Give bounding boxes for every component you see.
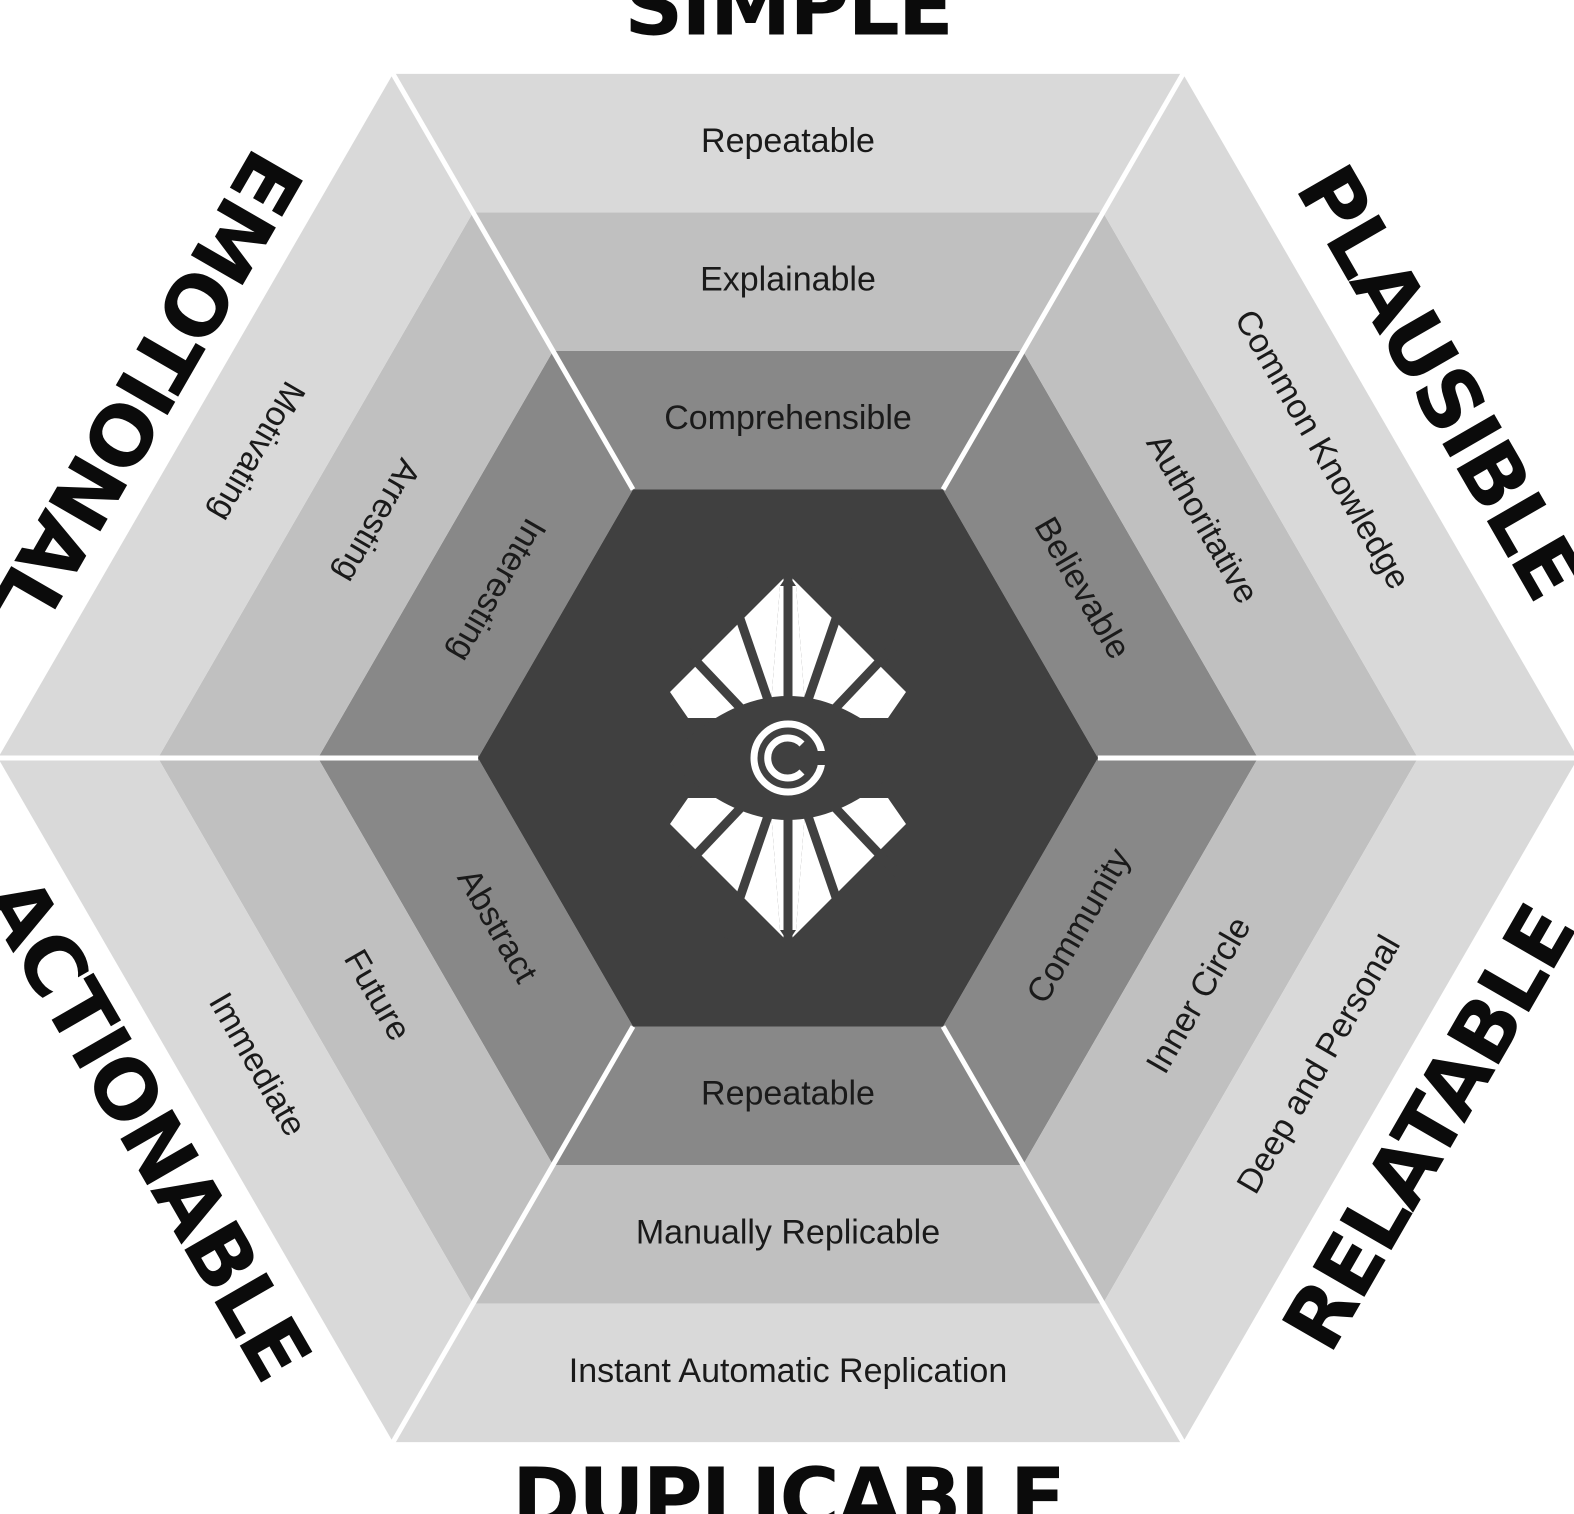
simple-ring-2-band	[158, 212, 553, 758]
eye-diamond-c-logo-icon	[666, 568, 910, 948]
divider-line	[940, 72, 1186, 491]
relatable-ring-3-band	[1103, 73, 1574, 758]
divider-line	[390, 1025, 636, 1444]
emotional-ring-1-band	[318, 758, 633, 1166]
simple-ring-label-1: Comprehensible	[664, 399, 912, 437]
hexagon-bands	[0, 73, 1574, 1443]
relatable-ring-2-band	[1023, 212, 1418, 758]
duplicable-category-label: DUPLICABLE	[512, 1452, 1064, 1514]
duplicable-ring-label-1: Repeatable	[701, 1075, 875, 1113]
plausible-ring-2-band	[473, 212, 1103, 351]
actionable-ring-1-band	[553, 1026, 1023, 1166]
duplicable-ring-label-2: Manually Replicable	[636, 1213, 940, 1251]
simple-ring-3-band	[0, 73, 473, 758]
plausible-ring-1-band	[553, 350, 1023, 490]
plausible-ring-3-band	[393, 73, 1183, 213]
simple-category-label: SIMPLE	[624, 0, 952, 54]
duplicable-ring-1-band	[943, 758, 1258, 1166]
actionable-ring-3-band	[393, 1303, 1183, 1443]
divider-lines	[0, 72, 1574, 1444]
actionable-ring-2-band	[473, 1165, 1103, 1304]
divider-line	[390, 72, 636, 491]
emotional-ring-3-band	[0, 758, 473, 1443]
simple-ring-1-band	[318, 350, 633, 758]
relatable-ring-1-band	[943, 350, 1258, 758]
divider-line	[940, 1025, 1186, 1444]
simple-ring-label-3: Repeatable	[701, 122, 875, 160]
simple-ring-label-2: Explainable	[700, 261, 876, 299]
emotional-ring-2-band	[158, 758, 553, 1304]
duplicable-ring-3-band	[1103, 758, 1574, 1443]
duplicable-ring-2-band	[1023, 758, 1418, 1304]
duplicable-ring-label-3: Instant Automatic Replication	[569, 1352, 1007, 1390]
